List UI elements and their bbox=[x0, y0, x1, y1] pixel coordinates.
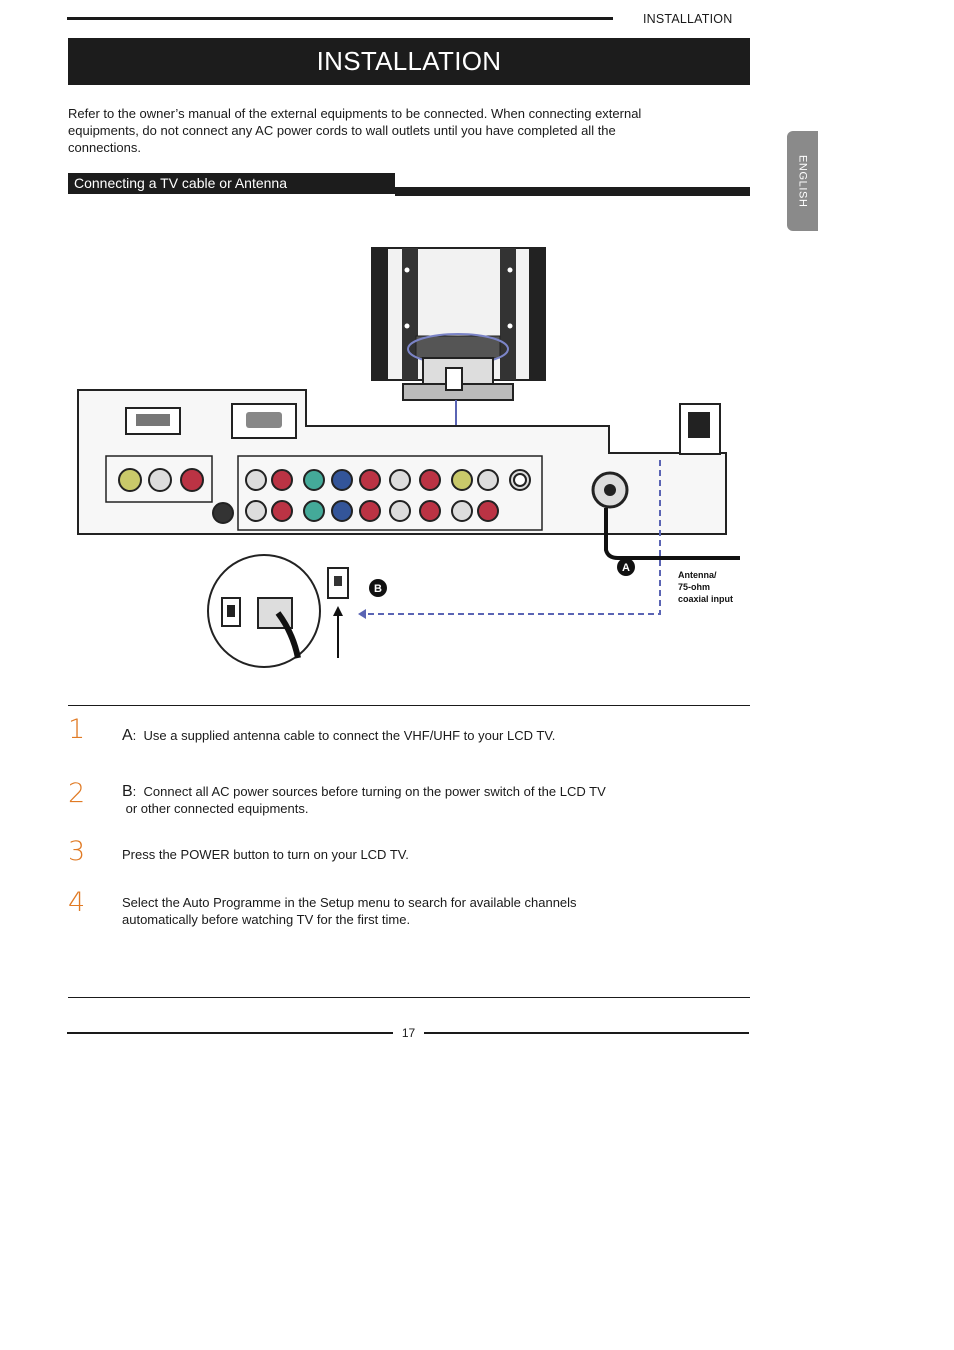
section-rule bbox=[395, 187, 750, 196]
step-2-text: B: Connect all AC power sources before t… bbox=[122, 783, 606, 816]
rear-panel bbox=[77, 389, 727, 535]
antenna-label-3: coaxial input bbox=[678, 594, 733, 604]
step-1-letter: A bbox=[122, 727, 133, 744]
section-title: Connecting a TV cable or Antenna bbox=[74, 175, 288, 191]
antenna-label-2: 75-ohm bbox=[678, 582, 710, 592]
step-2-letter: B bbox=[122, 783, 133, 800]
intro-paragraph: Refer to the owner’s manual of the exter… bbox=[68, 106, 642, 155]
step-4-number: 4 bbox=[68, 887, 86, 918]
steps-top-rule bbox=[68, 705, 750, 706]
section-header: Connecting a TV cable or Antenna bbox=[68, 173, 395, 194]
language-tab-label: ENGLISH bbox=[796, 154, 809, 208]
power-switch-inset bbox=[207, 554, 349, 668]
title-bar: INSTALLATION bbox=[68, 38, 750, 85]
antenna-label-1: Antenna/ bbox=[678, 570, 717, 580]
callout-b-marker bbox=[369, 579, 387, 597]
step-4-body-line2: automatically before watching TV for the… bbox=[122, 912, 411, 927]
connection-diagram: A Antenna/ 75-ohm coaxial input B bbox=[77, 247, 740, 668]
step-1-body: Use a supplied antenna cable to connect … bbox=[143, 728, 556, 743]
callout-b: B bbox=[374, 583, 382, 595]
step-1-number: 1 bbox=[68, 714, 86, 745]
steps-bottom-rule bbox=[68, 997, 750, 998]
step-4-body: Select the Auto Programme in the Setup m… bbox=[122, 895, 577, 910]
header-label: INSTALLATION bbox=[643, 12, 733, 26]
footer-rule-right bbox=[424, 1032, 749, 1034]
step-4-text: Select the Auto Programme in the Setup m… bbox=[122, 894, 662, 928]
page-number: 17 bbox=[401, 1026, 416, 1040]
step-3-number: 3 bbox=[68, 836, 86, 867]
step-3-text: Press the POWER button to turn on your L… bbox=[122, 847, 409, 862]
step-2-number: 2 bbox=[68, 778, 86, 809]
step-1-text: A: Use a supplied antenna cable to conne… bbox=[122, 727, 556, 744]
tv-illustration bbox=[371, 247, 546, 401]
step-2-body-line2: or other connected equipments. bbox=[125, 801, 309, 816]
footer-rule-left bbox=[67, 1032, 393, 1034]
step-2-body: Connect all AC power sources before turn… bbox=[143, 784, 606, 799]
page-title: INSTALLATION bbox=[316, 46, 502, 76]
header-rule bbox=[67, 17, 613, 20]
callout-a: A bbox=[622, 562, 630, 574]
language-tab[interactable]: ENGLISH bbox=[787, 131, 818, 231]
callout-a-marker bbox=[617, 558, 635, 576]
